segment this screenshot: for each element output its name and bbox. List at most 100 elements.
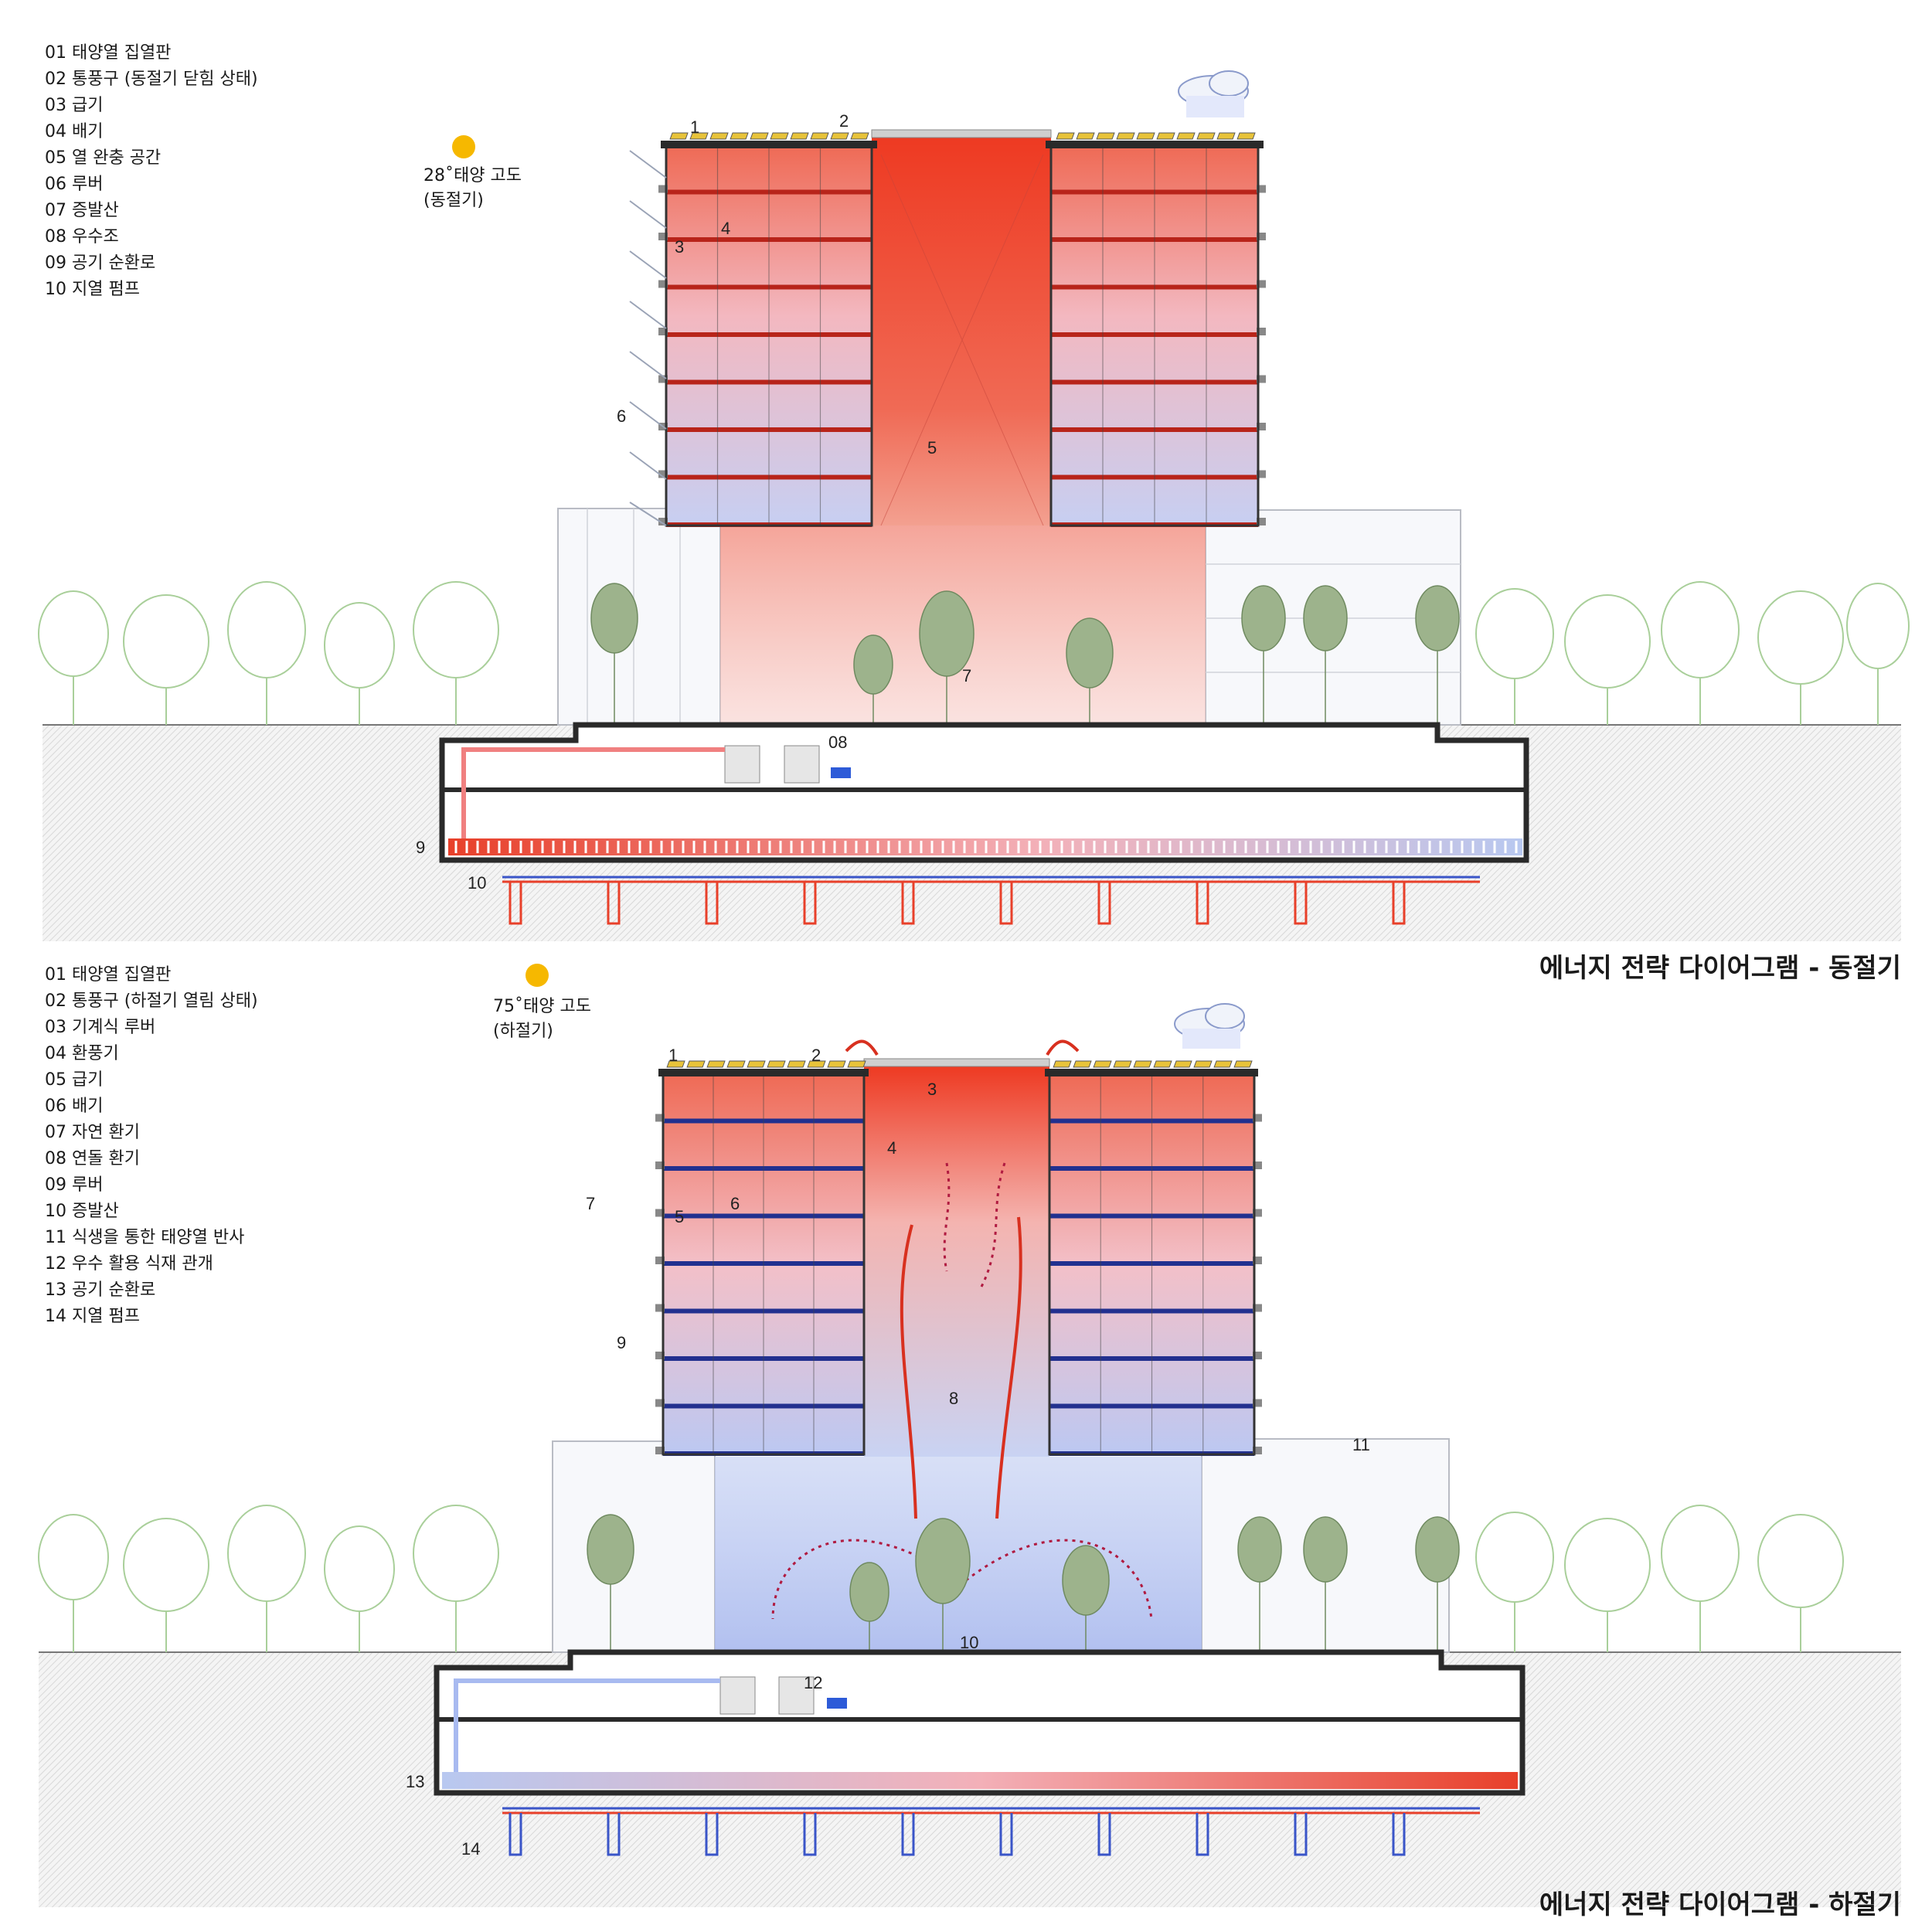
basement: [439, 722, 1529, 863]
season-text: (하절기): [493, 1022, 553, 1041]
legend-item: 10 지열 펌프: [45, 280, 140, 299]
planter: [655, 1352, 665, 1359]
planter: [1253, 1447, 1262, 1454]
legend-item: 14 지열 펌프: [45, 1307, 140, 1326]
callout-9: 9: [617, 1333, 626, 1352]
callout-3: 3: [675, 237, 684, 257]
planter: [1257, 375, 1266, 383]
callout-2: 2: [839, 111, 849, 131]
legend-item: 04 배기: [45, 122, 104, 141]
legend-item: 13 공기 순환로: [45, 1280, 156, 1300]
legend-item: 04 환풍기: [45, 1044, 119, 1063]
legend-item: 10 증발산: [45, 1202, 119, 1221]
callout-14: 14: [461, 1839, 480, 1859]
summer-caption: 에너지 전략 다이어그램 - 하절기: [1539, 1889, 1901, 1920]
legend-item: 01 태양열 집열판: [45, 965, 172, 985]
planter: [655, 1209, 665, 1217]
legend-item: 07 증발산: [45, 201, 119, 220]
sun-altitude-text: 28˚태양 고도: [423, 166, 522, 185]
planter: [658, 185, 668, 193]
planter: [1253, 1304, 1262, 1312]
basement: [434, 1649, 1526, 1796]
planter: [1253, 1399, 1262, 1407]
background-trees: [38, 581, 1910, 725]
callout-9: 9: [416, 838, 425, 857]
planter: [655, 1257, 665, 1264]
callout-6: 6: [730, 1194, 740, 1213]
geothermal-pipes: [502, 1807, 1480, 1856]
callout-7: 7: [962, 666, 971, 685]
roof-vent: [871, 129, 1052, 138]
planter: [1257, 518, 1266, 525]
summer-sun-altitude-label: 75˚태양 고도 (하절기): [493, 995, 591, 1044]
callout-5: 5: [675, 1207, 684, 1226]
winter-sun-altitude-label: 28˚태양 고도 (동절기): [423, 164, 522, 213]
stack-ventilation-arrows: [845, 1039, 1080, 1519]
legend-item: 07 자연 환기: [45, 1123, 140, 1142]
callout-4: 4: [887, 1138, 896, 1158]
planter: [658, 375, 668, 383]
winter-caption: 에너지 전략 다이어그램 - 동절기: [1539, 953, 1901, 984]
planter: [1253, 1161, 1262, 1169]
summer-section-drawing: 1 2 3 4 5 6 7 8 9 10 11 12 13 14: [38, 964, 1901, 1907]
legend-item: 06 배기: [45, 1097, 104, 1116]
callout-1: 1: [690, 117, 699, 137]
solar-collectors: [666, 1060, 1253, 1068]
callout-4: 4: [721, 219, 730, 238]
planter: [1257, 328, 1266, 335]
season-text: (동절기): [423, 191, 484, 210]
planter: [655, 1161, 665, 1169]
callout-8: 8: [949, 1389, 958, 1408]
legend-item: 01 태양열 집열판: [45, 43, 172, 63]
summer-diagram-panel: 01 태양열 집열판 02 통풍구 (하절기 열림 상태) 03 기계식 루버 …: [0, 962, 1932, 1925]
callout-11: 11: [1352, 1435, 1370, 1454]
callout-5: 5: [927, 438, 937, 457]
legend-item: 02 통풍구 (동절기 닫힘 상태): [45, 70, 258, 89]
cloud-icon: [1174, 1003, 1245, 1049]
planter: [658, 328, 668, 335]
legend-item: 02 통풍구 (하절기 열림 상태): [45, 991, 258, 1011]
legend-item: 06 루버: [45, 175, 104, 194]
planter: [1257, 233, 1266, 240]
callout-13: 13: [406, 1772, 424, 1791]
planter: [655, 1114, 665, 1122]
planter: [658, 280, 668, 288]
callout-10: 10: [960, 1633, 978, 1652]
roof-vent-open: [863, 1058, 1050, 1067]
legend-item: 12 우수 활용 식재 관개: [45, 1254, 213, 1274]
cloud-icon: [1178, 70, 1249, 117]
planter: [1253, 1352, 1262, 1359]
winter-legend: 01 태양열 집열판 02 통풍구 (동절기 닫힘 상태) 03 급기 04 배…: [45, 40, 258, 303]
planter: [1257, 423, 1266, 430]
legend-item: 05 열 완충 공간: [45, 148, 162, 168]
legend-item: 11 식생을 통한 태양열 반사: [45, 1228, 245, 1247]
winter-section-drawing: 1 2 3 4 5 6 7 08 9 10: [38, 70, 1910, 941]
sun-altitude-text: 75˚태양 고도: [493, 997, 591, 1016]
atrium-trees: [587, 1514, 1460, 1650]
callout-08: 08: [828, 733, 847, 752]
planter: [655, 1304, 665, 1312]
planter: [658, 518, 668, 525]
solar-collectors: [669, 132, 1256, 140]
planter: [1257, 185, 1266, 193]
callout-3: 3: [927, 1080, 937, 1099]
planter: [1253, 1114, 1262, 1122]
planter: [658, 470, 668, 478]
callout-1: 1: [668, 1046, 678, 1065]
winter-diagram-panel: 01 태양열 집열판 02 통풍구 (동절기 닫힘 상태) 03 급기 04 배…: [0, 0, 1932, 984]
legend-item: 08 우수조: [45, 227, 119, 247]
legend-item: 03 급기: [45, 96, 104, 115]
planter: [1257, 280, 1266, 288]
legend-item: 05 급기: [45, 1070, 104, 1090]
sun-icon: [452, 135, 475, 158]
air-circulation-channel: [442, 1772, 1518, 1789]
callout-6: 6: [617, 406, 626, 426]
planter: [655, 1447, 665, 1454]
cool-duct: [454, 1678, 720, 1772]
callout-2: 2: [811, 1046, 821, 1065]
legend-item: 09 루버: [45, 1175, 104, 1195]
legend-item: 08 연돌 환기: [45, 1149, 140, 1168]
planter: [655, 1399, 665, 1407]
planter: [658, 233, 668, 240]
warm-duct: [461, 747, 725, 838]
